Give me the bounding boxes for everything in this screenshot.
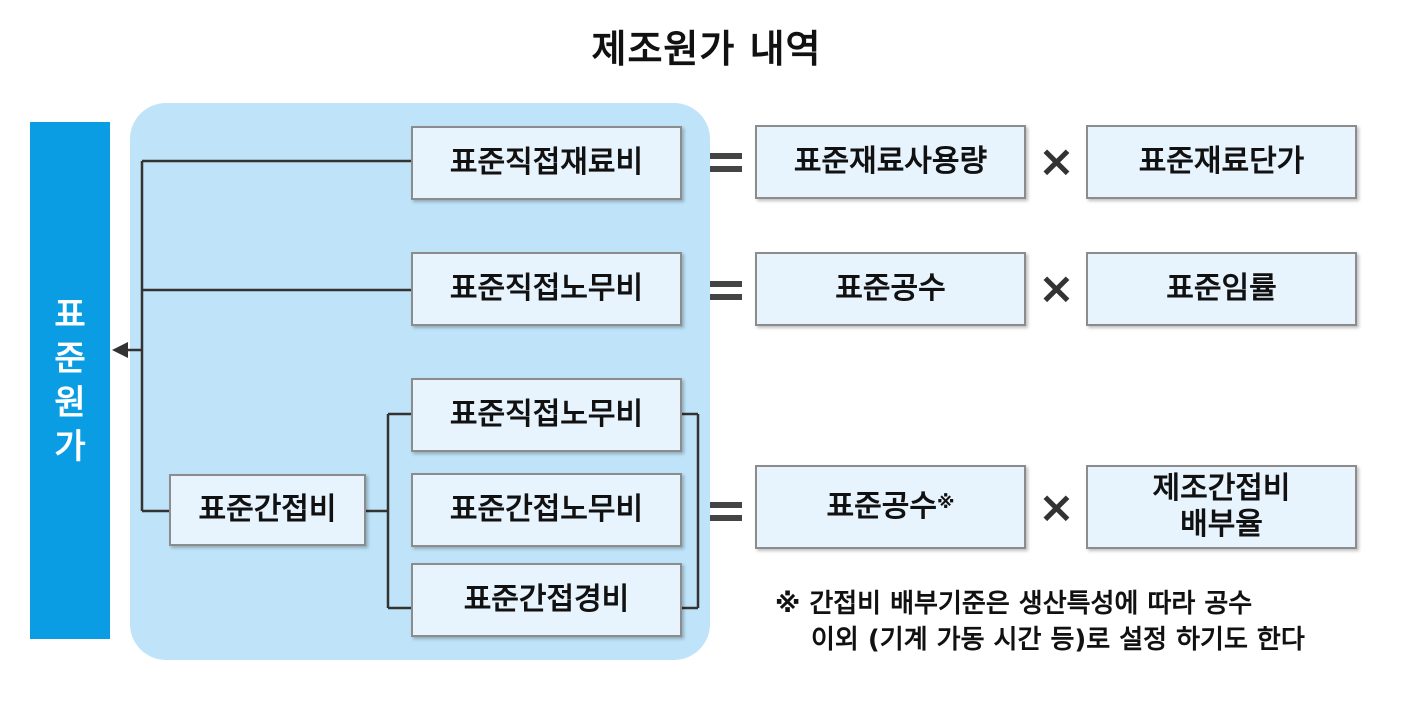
- material-price-box: 표준재료단가: [1086, 125, 1357, 199]
- standard-cost-char: 가: [54, 426, 86, 467]
- labor-hours-box: 표준공수: [755, 252, 1026, 326]
- times-icon: ×: [1038, 482, 1075, 533]
- direct-material-box: 표준직접재료비: [411, 126, 682, 200]
- oh-direct-labor-box: 표준직접노무비: [411, 378, 682, 452]
- standard-cost-char: 표: [54, 294, 86, 335]
- oh-indirect-expense-box: 표준간접경비: [411, 563, 682, 637]
- footnote-mark: ※: [936, 492, 955, 513]
- standard-cost-char: 준: [54, 338, 86, 379]
- footnote: ※ 간접비 배부기준은 생산특성에 따라 공수 이외 (기계 가동 시간 등)로…: [775, 586, 1305, 658]
- footnote-line1: ※ 간접비 배부기준은 생산특성에 따라 공수: [775, 589, 1253, 619]
- oh-hours-label: 표준공수: [826, 489, 937, 524]
- oh-rate-line1: 제조간접비: [1152, 471, 1291, 506]
- equals-icon: [710, 502, 742, 528]
- standard-cost-char: 원: [54, 382, 86, 423]
- footnote-line2: 이외 (기계 가동 시간 등)로 설정 하기도 한다: [811, 625, 1305, 655]
- equals-icon: [710, 153, 742, 179]
- page-title: 제조원가 내역: [591, 27, 822, 71]
- equals-icon: [710, 281, 742, 307]
- direct-labor-box: 표준직접노무비: [411, 252, 682, 326]
- oh-rate-line2: 배부율: [1180, 507, 1263, 542]
- times-icon: ×: [1038, 263, 1075, 314]
- labor-rate-box: 표준임률: [1086, 252, 1357, 326]
- oh-rate-box: 제조간접비 배부율: [1086, 465, 1357, 549]
- standard-cost-bar: 표 준 원 가: [30, 122, 110, 639]
- times-icon: ×: [1038, 136, 1075, 187]
- oh-hours-box: 표준공수※: [755, 465, 1026, 549]
- material-quantity-box: 표준재료사용량: [755, 125, 1026, 199]
- overhead-box: 표준간접비: [169, 474, 366, 546]
- arrow-head-icon: [112, 342, 128, 358]
- oh-indirect-labor-box: 표준간접노무비: [411, 473, 682, 547]
